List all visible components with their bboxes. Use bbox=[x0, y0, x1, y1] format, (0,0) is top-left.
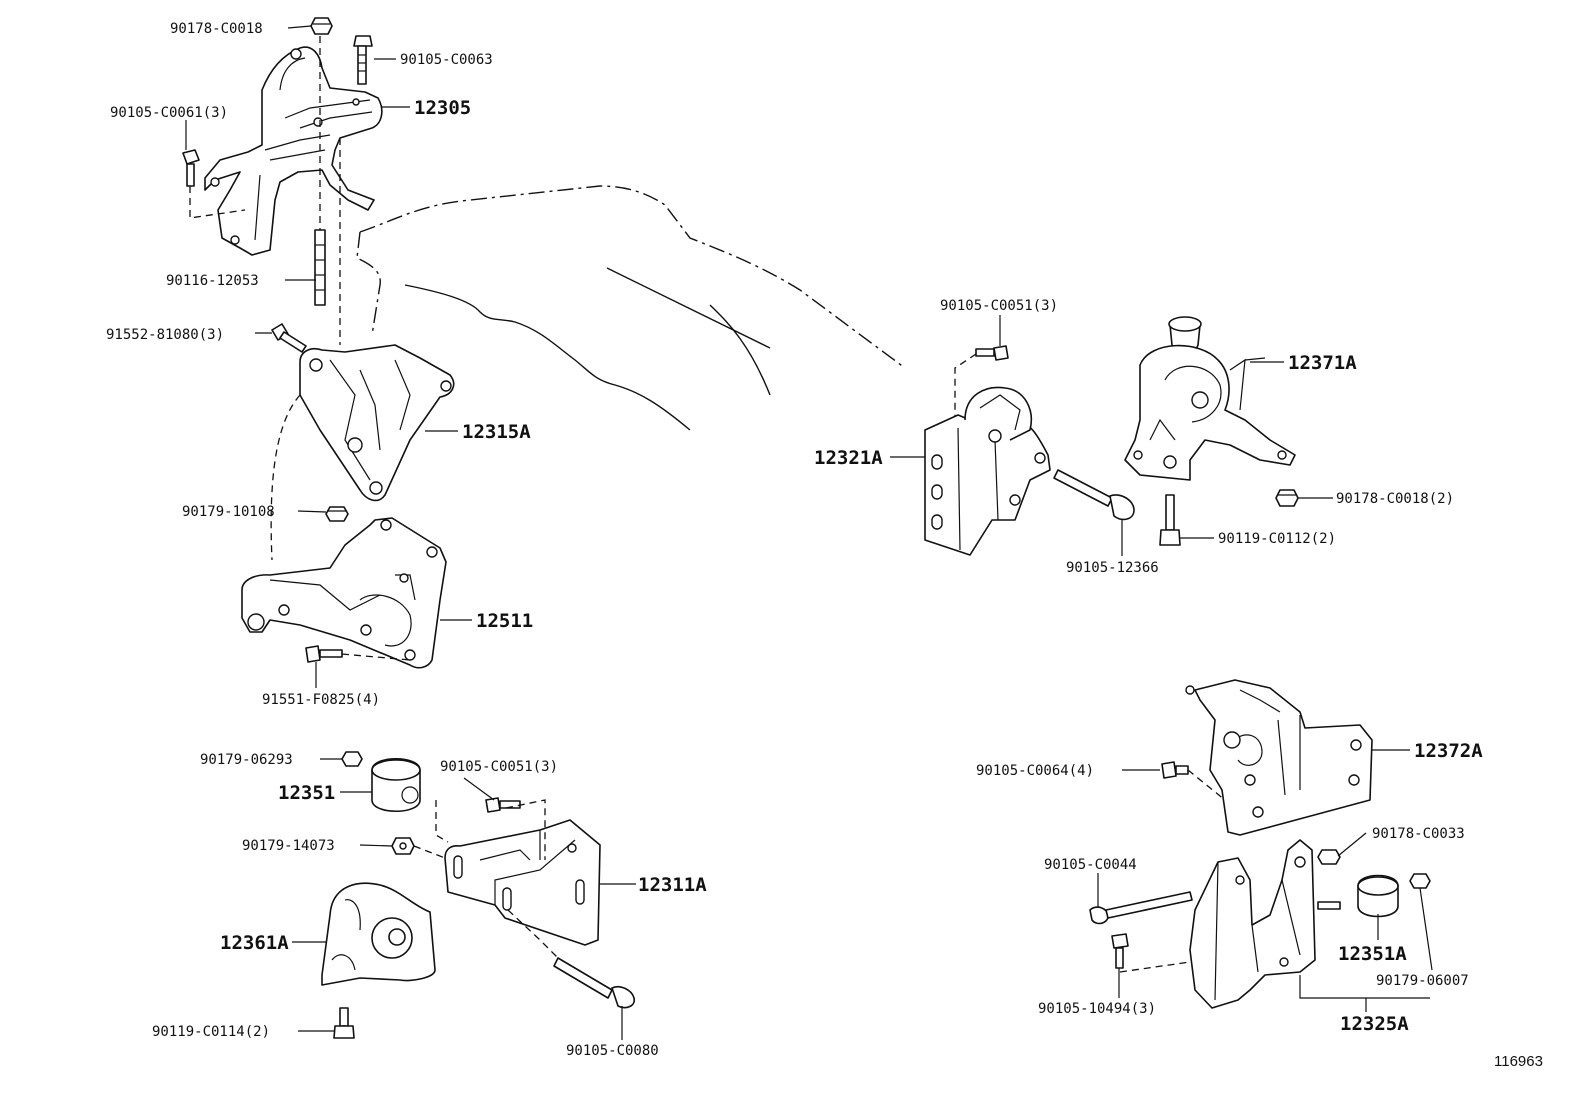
label-12351A: 12351A bbox=[1338, 943, 1407, 965]
label-12311A: 12311A bbox=[638, 874, 707, 896]
label-90179-06007: 90179-06007 bbox=[1376, 973, 1469, 989]
nut-90179-14073 bbox=[391, 837, 415, 855]
label-90179-10108: 90179-10108 bbox=[182, 504, 275, 520]
nut-90179-06007 bbox=[1409, 873, 1431, 889]
bolt-90105-C0061 bbox=[182, 149, 200, 187]
nut-90179-10108 bbox=[325, 506, 349, 522]
mount-12371A bbox=[1124, 316, 1296, 481]
bolt-91551-F0825 bbox=[305, 645, 343, 663]
label-90105-C0051-right: 90105-C0051(3) bbox=[940, 298, 1058, 314]
bolt-90105-C0080 bbox=[553, 957, 636, 1009]
insulator-12351 bbox=[371, 758, 421, 812]
label-91551-F0825: 91551-F0825(4) bbox=[262, 692, 380, 708]
leader-lines bbox=[185, 25, 1433, 1040]
engine-outline bbox=[356, 185, 906, 431]
bracket-12311A bbox=[413, 799, 601, 961]
nut-90178-C0018-right bbox=[1275, 489, 1299, 507]
label-90119-C0112: 90119-C0112(2) bbox=[1218, 531, 1336, 547]
insulator-12361A bbox=[321, 882, 436, 986]
label-90105-C0061: 90105-C0061(3) bbox=[110, 105, 228, 121]
bolt-90105-C0051-mid bbox=[485, 797, 521, 813]
label-90105-C0064: 90105-C0064(4) bbox=[976, 763, 1094, 779]
label-12371A: 12371A bbox=[1288, 352, 1357, 374]
bracket-12511 bbox=[241, 517, 447, 669]
bolt-90119-C0112 bbox=[1159, 494, 1181, 546]
label-90178-C0018-right: 90178-C0018(2) bbox=[1336, 491, 1454, 507]
label-12305: 12305 bbox=[414, 97, 471, 119]
label-12372A: 12372A bbox=[1414, 740, 1483, 762]
label-90105-12366: 90105-12366 bbox=[1066, 560, 1159, 576]
label-12351: 12351 bbox=[278, 782, 335, 804]
label-12321A: 12321A bbox=[814, 447, 883, 469]
bolt-90105-C0064 bbox=[1161, 761, 1189, 779]
nut-90178-C0033 bbox=[1317, 849, 1341, 865]
label-90105-10494: 90105-10494(3) bbox=[1038, 1001, 1156, 1017]
diagram-reference-number: 116963 bbox=[1494, 1053, 1543, 1070]
label-90105-C0063: 90105-C0063 bbox=[400, 52, 493, 68]
mount-12321A bbox=[924, 345, 1051, 556]
part-labels: 90178-C0018 90105-C0063 90105-C0061(3) 1… bbox=[106, 21, 1543, 1070]
nut-90179-06293 bbox=[341, 751, 363, 767]
bolt-90119-C0114 bbox=[333, 1007, 355, 1039]
label-90105-C0044: 90105-C0044 bbox=[1044, 857, 1137, 873]
label-90119-C0114: 90119-C0114(2) bbox=[152, 1024, 270, 1040]
label-12361A: 12361A bbox=[220, 932, 289, 954]
label-90178-C0033: 90178-C0033 bbox=[1372, 826, 1465, 842]
bolt-90105-C0063 bbox=[353, 35, 373, 85]
bolt-90105-C0044 bbox=[1089, 891, 1193, 925]
label-90178-C0018: 90178-C0018 bbox=[170, 21, 263, 37]
label-12511: 12511 bbox=[476, 610, 533, 632]
label-90105-C0051-mid: 90105-C0051(3) bbox=[440, 759, 558, 775]
insulator-12351A bbox=[1357, 874, 1399, 918]
bolt-90105-C0051-right bbox=[975, 345, 1009, 361]
nut-90178-C0018 bbox=[310, 17, 333, 35]
stud-90116-12053 bbox=[314, 229, 326, 306]
label-12315A: 12315A bbox=[462, 421, 531, 443]
label-12325A: 12325A bbox=[1340, 1013, 1409, 1035]
label-91552-81080: 91552-81080(3) bbox=[106, 327, 224, 343]
label-90116-12053: 90116-12053 bbox=[166, 273, 259, 289]
bolt-91552-81080 bbox=[271, 323, 307, 353]
label-90179-14073: 90179-14073 bbox=[242, 838, 335, 854]
bracket-12325A bbox=[1189, 839, 1341, 1009]
label-90179-06293: 90179-06293 bbox=[200, 752, 293, 768]
label-90105-C0080: 90105-C0080 bbox=[566, 1043, 659, 1059]
bolt-90105-12366 bbox=[1053, 469, 1135, 521]
mount-12372A bbox=[1185, 679, 1373, 836]
bracket-12315A bbox=[270, 323, 455, 561]
bolt-90105-10494 bbox=[1111, 933, 1129, 969]
mount-12305-assembly bbox=[182, 17, 383, 345]
